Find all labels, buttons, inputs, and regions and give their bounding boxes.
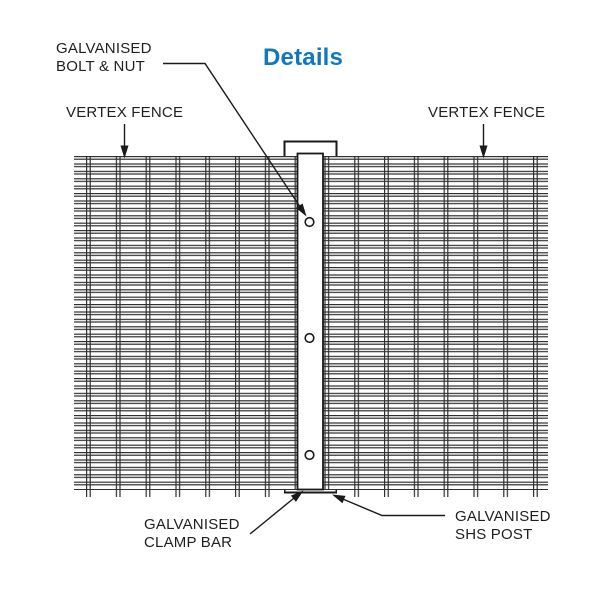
bolt-nut-arrowhead-icon — [295, 203, 307, 217]
label-galvanised-clamp-bar: GALVANISED CLAMP BAR — [144, 516, 240, 551]
label-vertex-fence-left: VERTEX FENCE — [66, 104, 184, 121]
shs-post-leader-line — [337, 496, 445, 517]
clamp-bar-arrowhead-icon — [290, 490, 304, 502]
page-title: Details — [263, 44, 344, 71]
label-galvanised-bolt-nut: GALVANISED BOLT & NUT — [56, 40, 152, 75]
clamp-bar-leader-line — [249, 493, 300, 535]
label-vertex-fence-right: VERTEX FENCE — [428, 104, 546, 121]
bolt-nut-leader-line — [163, 62, 305, 213]
vertex-fence-right-arrowhead-icon — [479, 145, 488, 159]
mesh-bottom-stubs-left — [74, 490, 284, 497]
label-galvanised-shs-post: GALVANISED SHS POST — [455, 508, 551, 543]
bolt-bottom — [304, 449, 315, 461]
clamp-bar — [296, 152, 324, 491]
vertex-fence-left-arrowhead-icon — [120, 145, 129, 159]
bolt-middle — [304, 332, 315, 344]
bolt-top — [304, 216, 315, 228]
mesh-bottom-stubs-right — [337, 490, 548, 497]
shs-post-arrowhead-icon — [332, 494, 346, 504]
